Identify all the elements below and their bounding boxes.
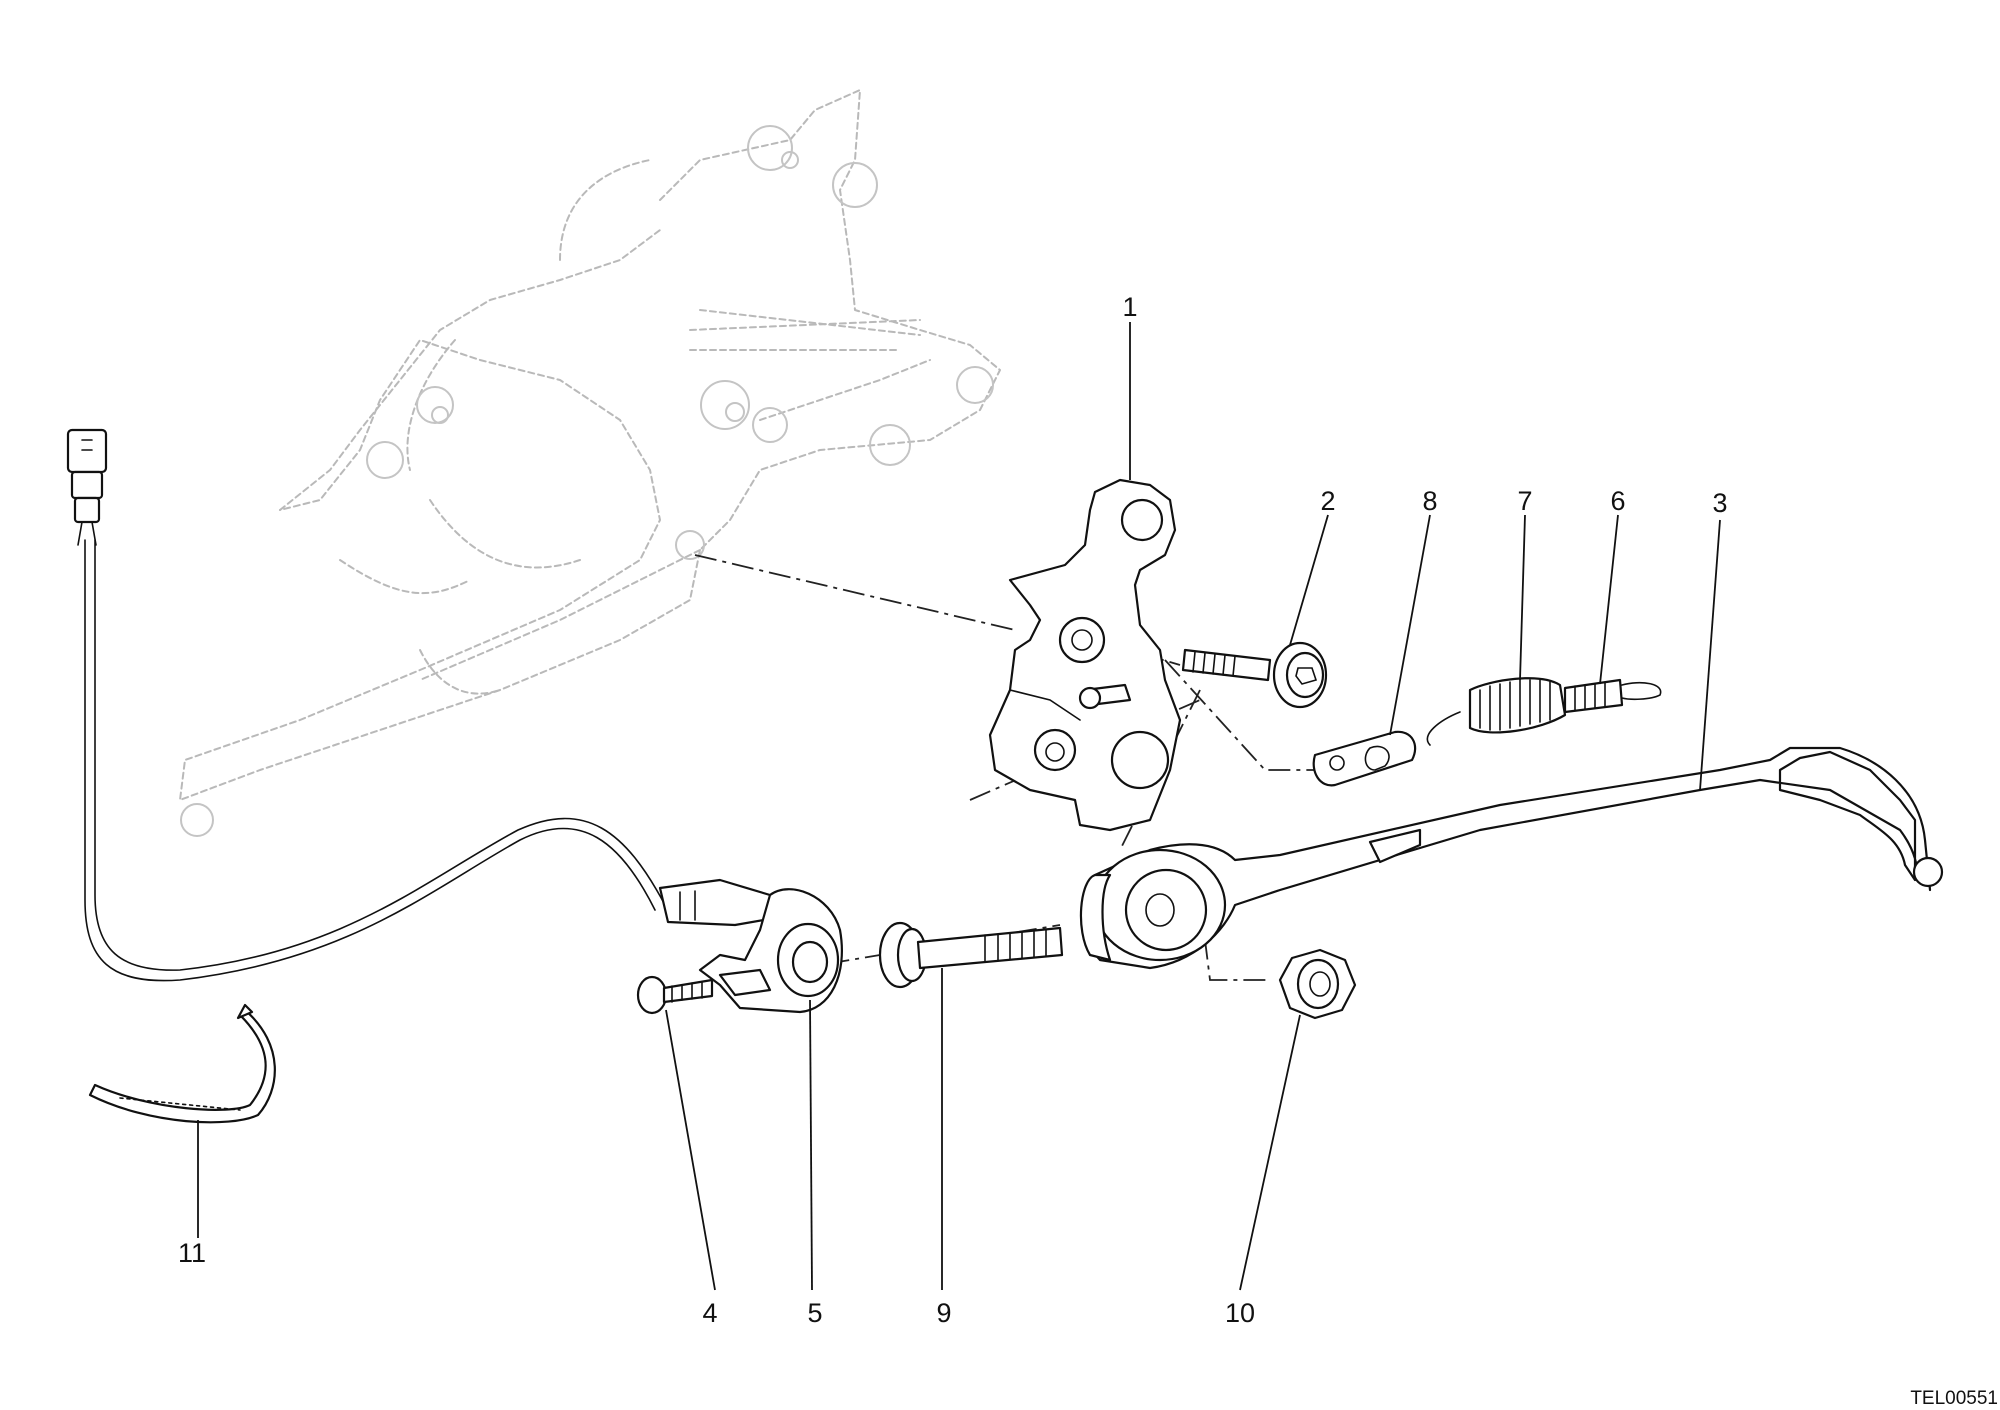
drawing-code: TEL00551 bbox=[1910, 1388, 1998, 1409]
part-10-flange-nut bbox=[1278, 948, 1357, 1020]
part-2-bolt bbox=[1181, 641, 1328, 709]
callout-4: 4 bbox=[702, 1298, 717, 1328]
leader-7 bbox=[1519, 514, 1526, 681]
engine-mount-bosses-ghost bbox=[180, 125, 994, 837]
callout-11: 11 bbox=[178, 1238, 206, 1268]
leader-2 bbox=[1289, 514, 1329, 646]
leader-10 bbox=[1239, 1014, 1301, 1291]
leader-8 bbox=[1389, 514, 1431, 736]
part-4-screw bbox=[636, 975, 714, 1015]
leader-lines bbox=[197, 322, 1721, 1291]
callout-numbers: 1 2 3 4 5 6 7 8 9 10 11 bbox=[178, 292, 1728, 1328]
callout-6: 6 bbox=[1610, 486, 1625, 516]
leader-3 bbox=[1699, 519, 1721, 791]
sidestand-sensor-cable bbox=[66, 428, 666, 982]
part-8-spring-plate bbox=[1312, 730, 1417, 787]
leader-4 bbox=[665, 1009, 716, 1291]
part-1-stand-bracket bbox=[988, 478, 1182, 832]
part-11-cable-tie bbox=[88, 1003, 276, 1124]
part-9-pivot-pin bbox=[878, 921, 1064, 989]
callout-5: 5 bbox=[807, 1298, 822, 1328]
callout-1: 1 bbox=[1122, 292, 1137, 322]
part-6-inner-spring bbox=[1563, 678, 1662, 714]
part-7-outer-spring bbox=[1426, 677, 1567, 746]
part-3-side-stand bbox=[1079, 746, 1944, 970]
part-5-sidestand-switch bbox=[658, 878, 843, 1014]
callout-7: 7 bbox=[1517, 486, 1532, 516]
engine-case-ghost-outline bbox=[179, 89, 1001, 801]
callout-10: 10 bbox=[1225, 1298, 1255, 1328]
callout-2: 2 bbox=[1320, 486, 1335, 516]
leader-5 bbox=[809, 999, 813, 1291]
callout-3: 3 bbox=[1712, 488, 1727, 518]
leader-6 bbox=[1599, 514, 1619, 685]
callout-9: 9 bbox=[936, 1298, 951, 1328]
callout-8: 8 bbox=[1422, 486, 1437, 516]
